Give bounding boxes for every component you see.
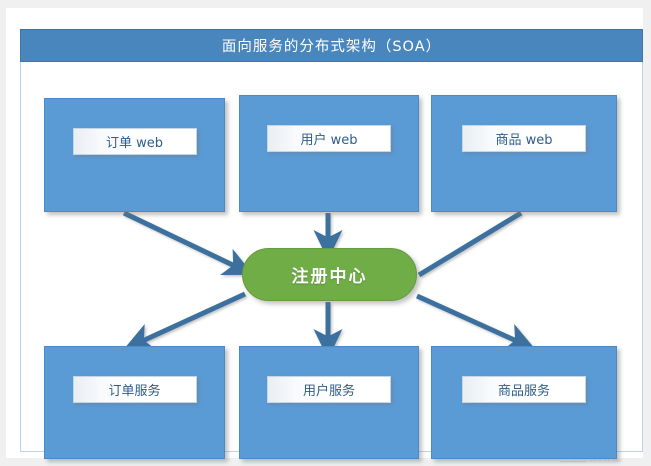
node-goods-service[interactable]: 商品服务 — [431, 346, 617, 459]
node-order-service-label: 订单服务 — [72, 376, 197, 403]
node-goods-web[interactable]: 商品 web — [431, 95, 617, 212]
page-title: 面向服务的分布式架构（SOA） — [221, 39, 442, 55]
arrow-registry-to-goods-service — [415, 293, 536, 351]
diagram-card: 面向服务的分布式架构（SOA） — [6, 8, 643, 459]
clipped-watermark: ——— ·· · ·· ··· — [560, 459, 622, 466]
node-order-service[interactable]: 订单服务 — [44, 346, 225, 459]
node-user-service-label: 用户服务 — [267, 376, 391, 403]
node-order-web[interactable]: 订单 web — [44, 98, 225, 212]
node-user-web[interactable]: 用户 web — [239, 95, 419, 212]
node-order-web-label: 订单 web — [72, 128, 197, 155]
node-user-web-label: 用户 web — [267, 125, 391, 152]
node-registry-center[interactable]: 注册中心 — [242, 248, 417, 301]
node-registry-center-label: 注册中心 — [291, 267, 368, 287]
node-goods-service-label: 商品服务 — [462, 376, 586, 403]
diagram-title-bar: 面向服务的分布式架构（SOA） — [20, 29, 643, 62]
arrow-registry-to-order-service — [123, 291, 247, 351]
node-goods-web-label: 商品 web — [462, 125, 586, 152]
diagram-canvas: 订单 web 用户 web 商品 web 注册中心 订单服务 用户服务 商品服务 — [20, 62, 643, 459]
arrow-order-web-to-registry — [122, 210, 254, 276]
line-goods-web-to-registry — [417, 210, 523, 278]
node-user-service[interactable]: 用户服务 — [239, 346, 419, 459]
